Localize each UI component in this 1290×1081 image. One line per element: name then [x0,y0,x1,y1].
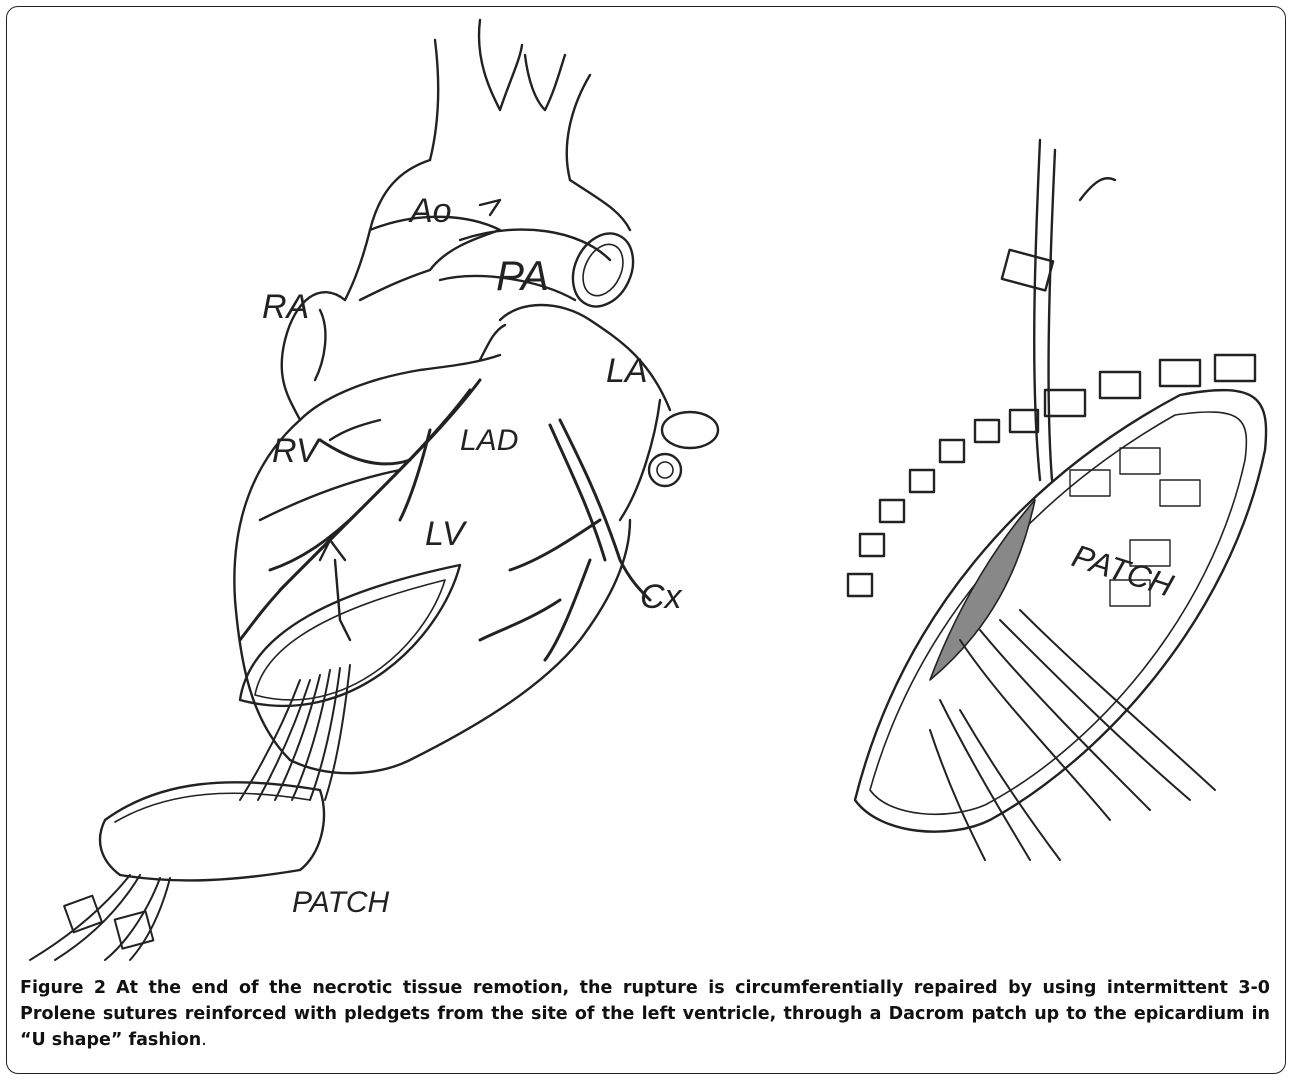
right-repair-detail-drawing [848,140,1266,860]
lv-patch-window-drawing [240,540,460,706]
label-patch-left: PATCH [292,886,390,919]
heart-repair-illustration: Ao PA RA LA RV LAD LV Cx PATCH PATCH [0,0,1290,970]
label-patch-right: PATCH [1068,537,1179,604]
figure-caption-label: Figure 2 [20,978,106,998]
sutures-left-drawing [240,665,350,800]
label-ao: Ao [408,192,452,230]
bottom-pledgets-drawing [30,875,170,960]
label-lv: LV [425,515,468,553]
lad-vessels-drawing [240,380,480,640]
great-vessels-drawing [345,20,630,300]
figure-caption-end: . [201,1030,207,1050]
label-ra: RA [262,288,309,326]
left-atrium-drawing [480,305,718,520]
label-lad: LAD [460,424,518,457]
bottom-patch-drawing [100,782,324,880]
figure-caption-text: At the end of the necrotic tissue remoti… [20,978,1270,1050]
label-la: LA [606,352,648,390]
label-cx: Cx [640,578,683,616]
figure-caption: Figure 2 At the end of the necrotic tiss… [20,975,1270,1053]
label-pa: PA [496,252,549,299]
label-rv: RV [272,432,322,470]
ventricles-drawing [234,355,630,773]
